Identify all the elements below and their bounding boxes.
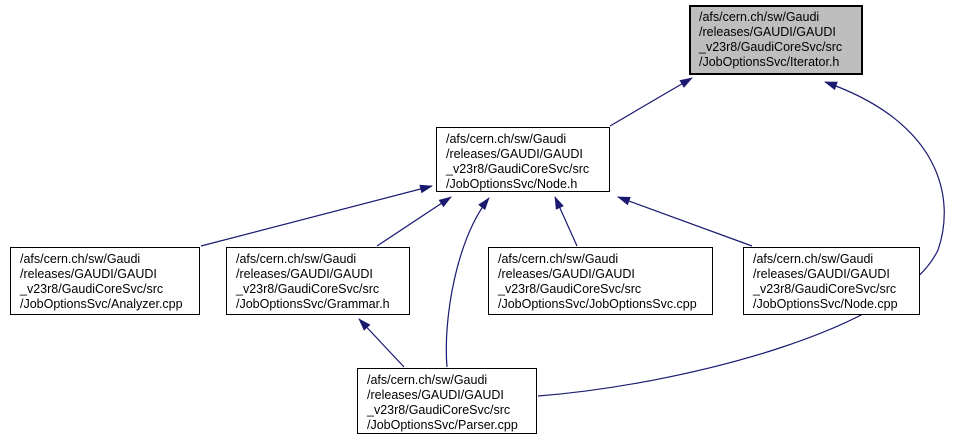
node-node-h[interactable]: /afs/cern.ch/sw/Gaudi /releases/GAUDI/GA… <box>436 127 610 192</box>
node-parser-cpp[interactable]: /afs/cern.ch/sw/Gaudi /releases/GAUDI/GA… <box>357 368 537 434</box>
edge-parser-cpp-to-node-h <box>445 197 490 368</box>
node-iterator-h[interactable]: /afs/cern.ch/sw/Gaudi /releases/GAUDI/GA… <box>689 5 863 75</box>
edge-parser-cpp-to-grammar-h <box>358 318 405 368</box>
node-joboptionssvc-cpp[interactable]: /afs/cern.ch/sw/Gaudi /releases/GAUDI/GA… <box>488 247 713 315</box>
node-grammar-h[interactable]: /afs/cern.ch/sw/Gaudi /releases/GAUDI/GA… <box>226 247 410 315</box>
edge-parser-cpp-to-iterator-h <box>537 81 945 397</box>
node-node-cpp[interactable]: /afs/cern.ch/sw/Gaudi /releases/GAUDI/GA… <box>743 247 920 315</box>
edge-analyzer-cpp-to-node-h <box>200 184 433 247</box>
node-analyzer-cpp[interactable]: /afs/cern.ch/sw/Gaudi /releases/GAUDI/GA… <box>10 247 200 315</box>
edge-node-h-to-iterator-h <box>609 77 693 127</box>
edge-joboptionssvc-cpp-to-node-h <box>554 196 578 247</box>
edge-grammar-h-to-node-h <box>376 196 452 247</box>
edge-node-cpp-to-node-h <box>617 196 753 247</box>
